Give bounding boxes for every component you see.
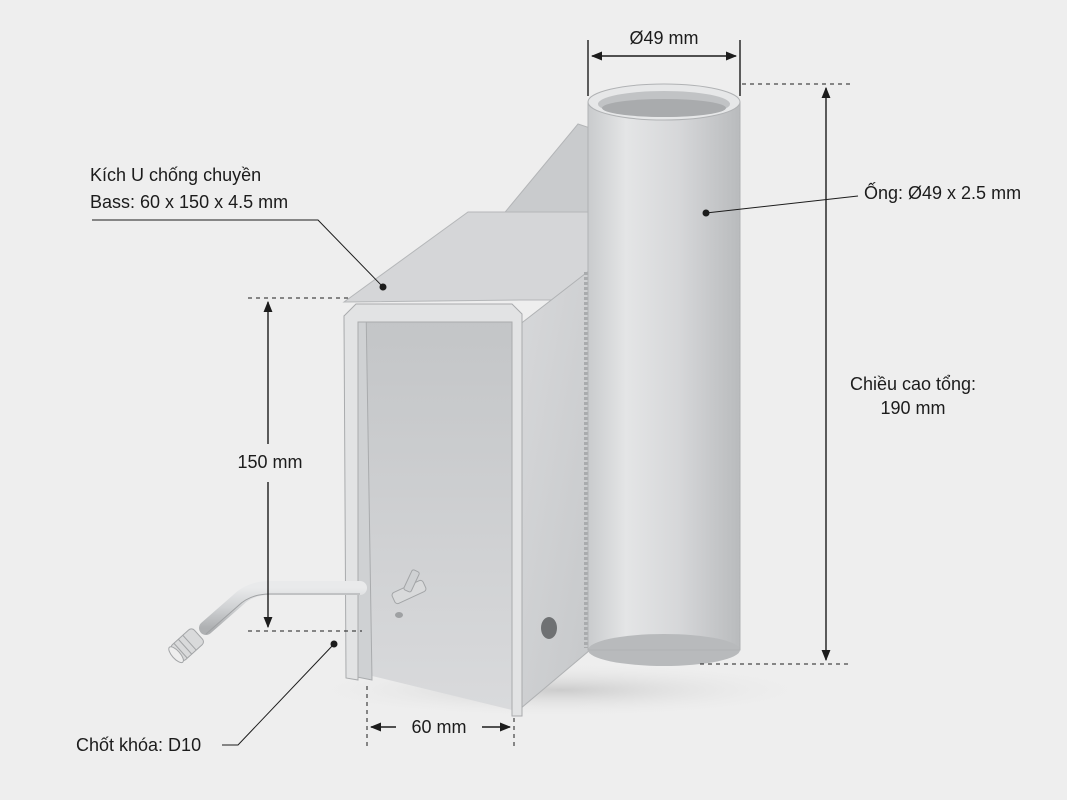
u-bracket-inner <box>356 318 512 710</box>
pipe-spec-label: Ống: Ø49 x 2.5 mm <box>864 182 1021 203</box>
bracket-height-label: 150 mm <box>237 452 302 472</box>
dim-bracket-height <box>248 297 362 632</box>
total-height-label-1: Chiều cao tổng: <box>850 374 976 394</box>
bracket-object <box>168 83 741 717</box>
total-height-label-2: 190 mm <box>880 398 945 418</box>
lock-pin <box>168 569 427 664</box>
u-bracket-leader <box>92 219 387 291</box>
dim-bracket-width <box>366 686 515 750</box>
u-bracket-label-1: Kích U chống chuyền <box>90 165 261 185</box>
bracket-width-label: 60 mm <box>411 717 466 737</box>
side-plate-hole <box>541 617 557 639</box>
u-bracket-label-2: Bass: 60 x 150 x 4.5 mm <box>90 192 288 212</box>
dim-total-height <box>700 83 850 665</box>
pipe-spec-leader <box>702 195 859 217</box>
lock-pin-leader <box>222 640 338 746</box>
dim-pipe-diameter <box>587 40 741 96</box>
u-bracket-rim <box>343 303 523 717</box>
lock-pin-label: Chốt khóa: D10 <box>76 735 201 755</box>
pipe-diameter-label: Ø49 mm <box>629 28 698 48</box>
pipe <box>587 83 741 666</box>
